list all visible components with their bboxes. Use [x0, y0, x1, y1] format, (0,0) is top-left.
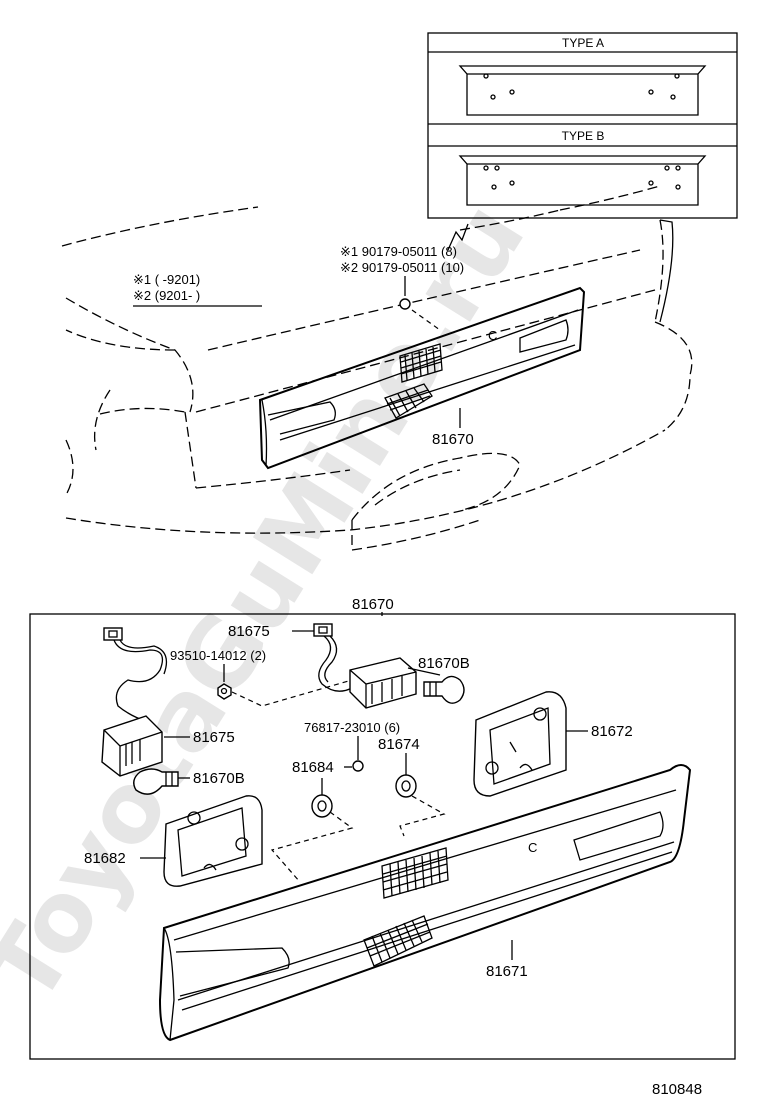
grommet-left-icon [311, 794, 333, 818]
callout-lens-left: 81682 [84, 850, 126, 867]
nut-icon [217, 683, 232, 700]
legend: ※1 ( -9201) ※2 (9201- ) [133, 272, 262, 307]
garnish-grid-2 [363, 915, 433, 967]
svg-text:C: C [488, 328, 497, 343]
svg-text:C: C [528, 840, 537, 855]
upper-garnish: C 81670 [258, 286, 586, 470]
socket-right [313, 623, 417, 709]
watermark-text: ToyotaGuMine.ru [0, 183, 547, 1022]
garnish-grid-1 [381, 847, 449, 899]
callout-garnish-top: 81670 [432, 431, 474, 448]
callout-bulb-right: 81670B [418, 655, 470, 672]
callout-bulb-left: 81670B [193, 770, 245, 787]
bulb-left [133, 768, 179, 795]
socket-left [101, 627, 168, 777]
callout-socket-right: 81675 [228, 623, 270, 640]
bolt-callout-1: ※1 90179-05011 (8) [340, 244, 457, 259]
inset-frame [427, 32, 738, 219]
legend-line-2: ※2 (9201- ) [133, 288, 200, 303]
assembly-frame [29, 613, 736, 1060]
garnish-81671: C [158, 764, 692, 1042]
callout-garnish: 81671 [486, 963, 528, 980]
diagram-code: 810848 [652, 1081, 702, 1098]
type-b-label: TYPE B [562, 129, 605, 143]
callout-clip: 76817-23010 (6) [304, 720, 400, 735]
bolt-callout-2: ※2 90179-05011 (10) [340, 260, 464, 275]
type-inset: TYPE A TYPE B [427, 32, 738, 251]
callout-nut: 93510-14012 (2) [170, 648, 266, 663]
bulb-right [423, 675, 465, 704]
grommet-right-icon [395, 774, 417, 798]
lens-gasket-right [473, 691, 567, 797]
legend-line-1: ※1 ( -9201) [133, 272, 200, 287]
type-a-label: TYPE A [562, 36, 604, 50]
callout-socket-left: 81675 [193, 729, 235, 746]
vehicle-rear-view [61, 185, 693, 551]
callout-assembly: 81670 [352, 596, 394, 613]
inset-pointer [447, 223, 469, 251]
callout-grommet-right: 81674 [378, 736, 420, 753]
bolt-icon [399, 298, 411, 310]
upper-grid-2 [384, 383, 433, 419]
callout-grommet-left: 81684 [292, 759, 334, 776]
upper-grid-1 [399, 343, 443, 383]
bolt-callouts: ※1 90179-05011 (8) ※2 90179-05011 (10) [340, 244, 464, 331]
type-b-plate [458, 155, 707, 206]
type-a-plate [458, 65, 707, 116]
lens-gasket-left [163, 795, 263, 887]
watermark: ToyotaGuMine.ru [0, 183, 547, 1022]
callout-lens-right: 81672 [591, 723, 633, 740]
clip-icon [352, 760, 364, 772]
